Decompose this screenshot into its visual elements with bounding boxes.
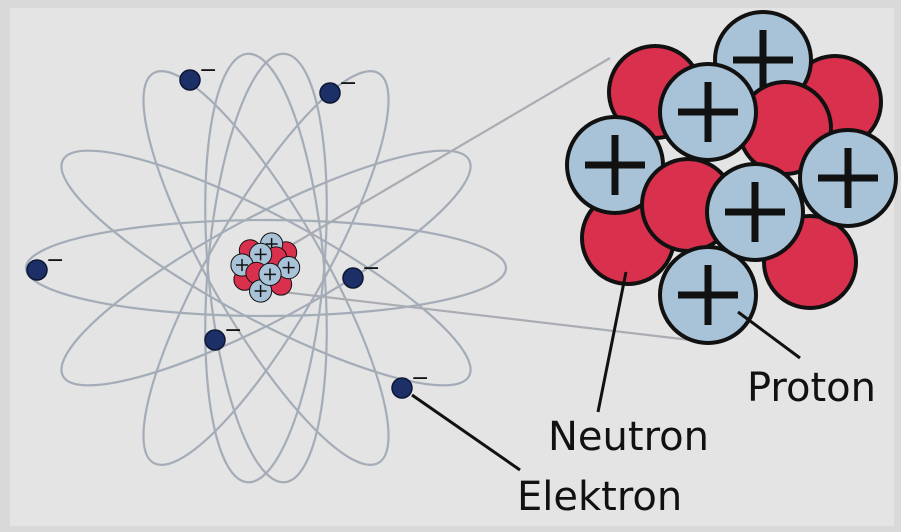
electron-icon: − — [26, 248, 64, 281]
small-nucleus — [230, 232, 301, 303]
enlarged-nucleus — [565, 10, 898, 345]
proton-label: Proton — [747, 365, 876, 411]
electron-charge-sign: − — [411, 366, 429, 391]
proton-icon — [249, 242, 273, 266]
proton-icon — [658, 62, 758, 162]
zoom-leader-bottom — [282, 290, 691, 342]
electron-icon: − — [391, 366, 429, 399]
neutron-label: Neutron — [548, 414, 709, 460]
proton-icon — [705, 162, 805, 262]
electron-charge-sign: − — [199, 58, 217, 83]
electron-charge-sign: − — [339, 71, 357, 96]
proton-icon — [798, 128, 898, 228]
orbit-3 — [60, 149, 472, 387]
electron-charge-sign: − — [46, 248, 64, 273]
electron-pointer — [411, 393, 521, 472]
electron-icon: − — [179, 58, 217, 91]
neutron-pointer — [596, 271, 628, 413]
label-pointers — [411, 271, 801, 472]
proton-icon — [258, 262, 282, 286]
electron-label: Elektron — [517, 474, 682, 520]
proton-pointer — [737, 310, 801, 360]
orbit-1 — [24, 218, 508, 318]
zoom-leader-lines — [282, 57, 691, 342]
proton-icon — [249, 279, 273, 303]
electron-icon: − — [204, 318, 242, 351]
proton-icon — [565, 115, 665, 215]
orbit-2 — [60, 149, 472, 387]
zoom-leader-top — [282, 57, 611, 251]
proton-icon — [658, 245, 758, 345]
orbit-7 — [204, 52, 328, 484]
electron-group: − − − − − − — [26, 58, 429, 399]
electron-charge-sign: − — [362, 256, 380, 281]
orbit-4 — [142, 70, 390, 466]
electron-charge-sign: − — [224, 318, 242, 343]
electron-icon: − — [319, 71, 357, 104]
electron-icon: − — [342, 256, 380, 289]
